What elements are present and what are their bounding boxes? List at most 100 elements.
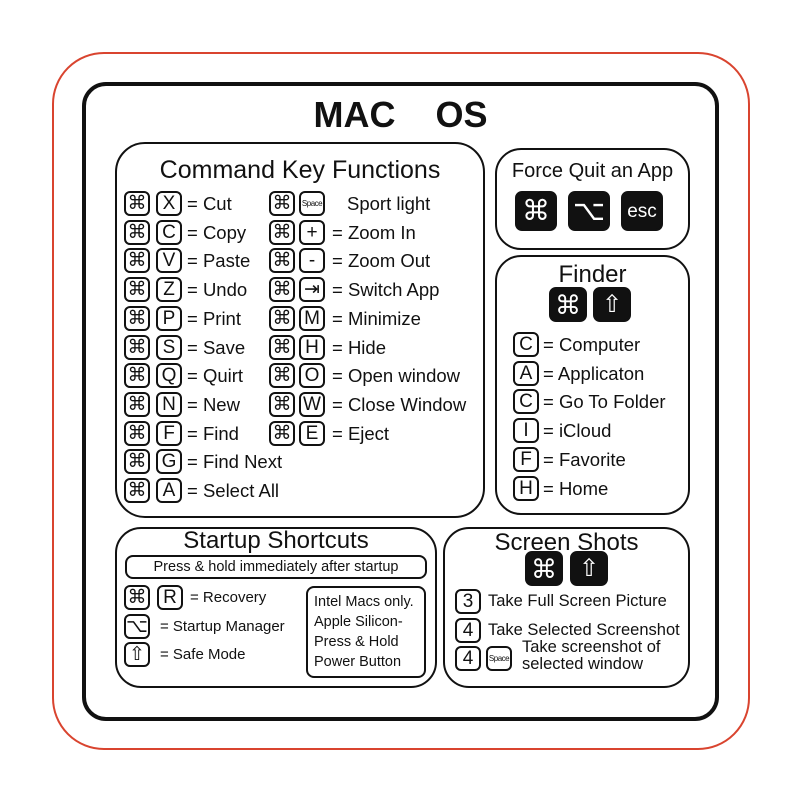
shortcut-label: = iCloud — [543, 420, 612, 442]
shortcut-label: = Undo — [187, 279, 248, 301]
finder-panel: Finder — [495, 255, 690, 515]
command-key: ⌘ — [124, 449, 150, 475]
key-4: 4 — [455, 618, 481, 643]
command-key: ⌘ — [269, 277, 295, 303]
key-x: X — [156, 191, 182, 216]
shortcut-label: = Close Window — [332, 393, 467, 415]
command-key: ⌘ — [269, 334, 295, 360]
sticker-frame — [82, 82, 719, 721]
key-c: C — [513, 332, 539, 357]
command-key: ⌘ — [124, 248, 150, 274]
shortcut-label: = Copy — [187, 221, 247, 243]
command-key: ⌘ — [124, 585, 150, 610]
key-i: I — [513, 418, 539, 444]
note-line: Apple Silicon- — [314, 614, 403, 630]
shortcut-label: = Find — [187, 422, 239, 444]
shortcut-label: = Computer — [543, 334, 641, 355]
shortcut-label: = Switch App — [332, 279, 440, 301]
key-m: M — [299, 305, 325, 331]
note-line: Press & Hold — [314, 634, 399, 650]
shortcut-label: Take Full Screen Picture — [488, 592, 667, 610]
key-4: 4 — [455, 646, 481, 671]
screenshots-panel: Screen Shots — [443, 527, 690, 688]
shortcut-label: = Eject — [332, 422, 390, 444]
key-s: S — [156, 334, 182, 360]
shortcut-label: = Go To Folder — [543, 391, 666, 413]
shortcut-label: = Find Next — [187, 451, 283, 473]
key-n: N — [156, 391, 182, 417]
key-q: Q — [156, 363, 182, 389]
command-key: ⌘ — [124, 478, 150, 503]
key-w: W — [299, 391, 325, 417]
command-key: ⌘ — [124, 334, 150, 360]
screenshot-window-label: Take screenshot of — [522, 638, 661, 656]
shortcut-label: = Startup Manager — [160, 618, 285, 635]
startup-note: Intel Macs only. Apple Silicon- Press & … — [306, 586, 426, 678]
shortcut-label: = Zoom Out — [332, 250, 431, 272]
shortcut-label: = Safe Mode — [160, 646, 246, 663]
command-key-panel: Command Key Functions — [115, 142, 485, 518]
screenshot-window-label-2: selected window — [522, 655, 644, 673]
shortcut-label: Sport light — [347, 193, 431, 214]
command-key: ⌘ — [124, 391, 150, 417]
note-line: Power Button — [314, 654, 402, 670]
screenshots-title: Screen Shots — [494, 529, 639, 556]
shortcut-label: = Applicaton — [543, 362, 645, 384]
sticker-outline — [52, 52, 750, 750]
tab-key: ⇥ — [299, 277, 325, 303]
space-key: Space — [299, 191, 325, 216]
key-h: H — [299, 334, 325, 360]
option-key: ⌥ — [124, 614, 150, 639]
shortcut-label: = Recovery — [190, 589, 267, 606]
shortcut-label: = Select All — [187, 480, 280, 501]
command-key: ⌘ — [269, 363, 295, 389]
option-key: ⌥ — [568, 191, 610, 231]
command-key: ⌘ — [549, 287, 587, 322]
force-quit-panel: Force Quit an App — [495, 148, 690, 250]
command-key: ⌘ — [269, 219, 295, 245]
minus-key: - — [299, 248, 325, 274]
key-v: V — [156, 248, 182, 274]
key-a: A — [513, 360, 539, 386]
command-panel-title: Command Key Functions — [159, 156, 441, 184]
key-r: R — [157, 585, 183, 610]
key-o: O — [299, 363, 325, 389]
startup-panel: Startup Shortcuts Press & hold immediate… — [115, 527, 437, 688]
page-title: MAC OS — [313, 94, 488, 135]
shortcut-label: = Minimize — [332, 307, 421, 329]
shortcut-label: = Print — [187, 307, 241, 329]
startup-banner: Press & hold immediately after startup — [125, 555, 427, 579]
force-quit-title: Force Quit an App — [511, 160, 674, 182]
command-key: ⌘ — [124, 191, 150, 216]
command-key: ⌘ — [124, 420, 150, 446]
startup-title: Startup Shortcuts — [183, 527, 369, 554]
plus-key: + — [299, 219, 325, 245]
note-line: Intel Macs only. — [314, 594, 414, 610]
command-key: ⌘ — [124, 219, 150, 245]
shift-key: ⇧ — [570, 551, 608, 586]
key-a: A — [156, 478, 182, 503]
shortcut-label: = Open window — [332, 365, 461, 387]
key-g: G — [156, 449, 182, 475]
command-key: ⌘ — [515, 191, 557, 231]
shortcut-label: = Quirt — [187, 365, 244, 387]
command-key: ⌘ — [124, 277, 150, 303]
shortcut-label: = Save — [187, 336, 246, 358]
command-key: ⌘ — [525, 551, 563, 586]
finder-title: Finder — [558, 261, 627, 288]
key-z: Z — [156, 277, 182, 303]
key-c: C — [156, 219, 182, 245]
escape-key: esc — [621, 191, 663, 231]
space-key: Space — [486, 646, 512, 671]
command-key: ⌘ — [269, 420, 295, 446]
shortcut-label: = Hide — [332, 336, 386, 358]
shortcut-label: = Paste — [187, 250, 251, 272]
shortcut-label: = Favorite — [543, 448, 626, 470]
key-h: H — [513, 475, 539, 501]
shortcut-label: = Home — [543, 477, 609, 499]
command-key: ⌘ — [269, 248, 295, 274]
shift-key: ⇧ — [593, 287, 631, 322]
shortcut-label: = Cut — [187, 193, 232, 214]
key-f: F — [156, 420, 182, 446]
